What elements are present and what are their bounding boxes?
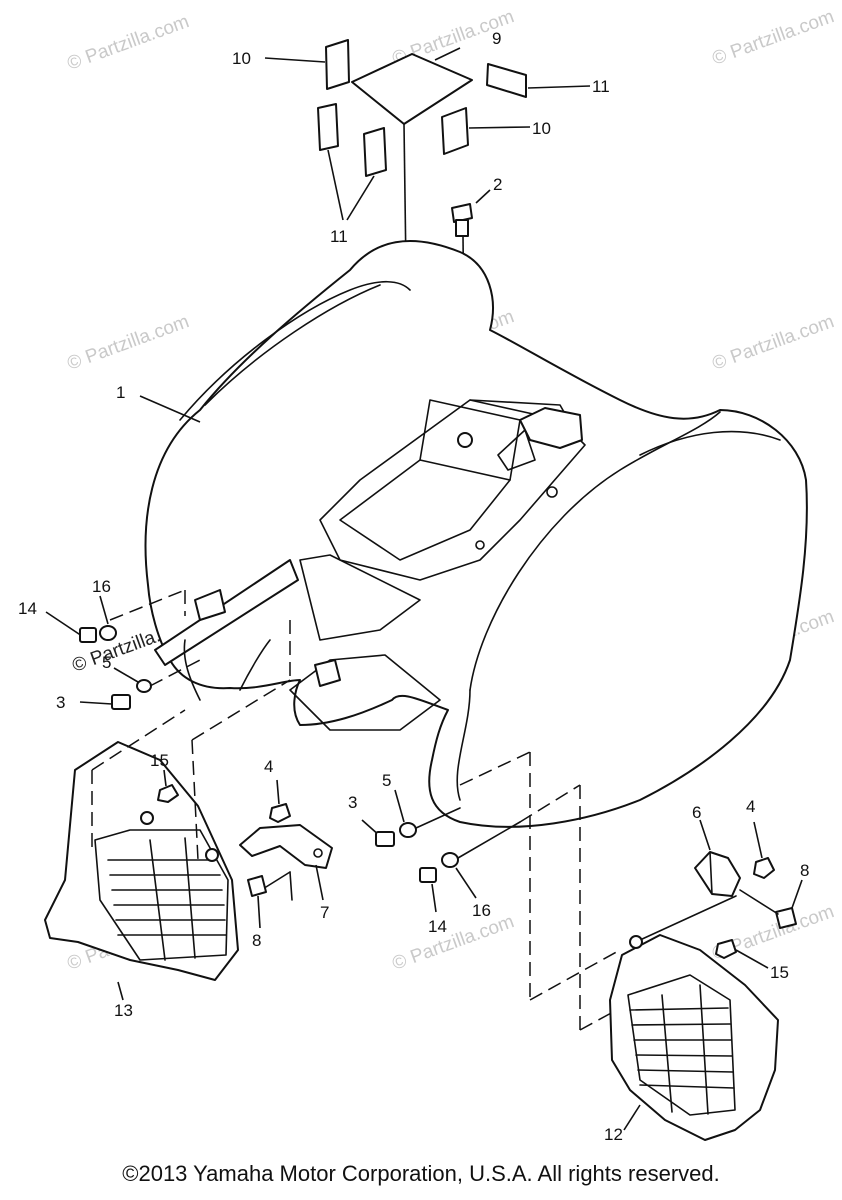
callout-1: 1 [116, 383, 125, 402]
callout-14-center: 14 [428, 917, 447, 936]
left-guard [44, 620, 291, 1001]
callout-8-left: 8 [252, 931, 261, 950]
watermark: © Partzilla.com [710, 311, 837, 375]
callout-5-left: 5 [102, 653, 111, 672]
callout-16-center: 16 [472, 901, 491, 920]
nut-4-right [753, 857, 775, 879]
left-fasteners [45, 589, 201, 710]
callout-15-right: 15 [770, 963, 789, 982]
callouts: 1 2 3 3 4 4 5 5 6 7 8 8 9 10 10 11 11 12… [18, 29, 809, 1144]
washer-16-center [441, 852, 459, 868]
decal-10-right [441, 107, 469, 155]
decal-11-right [486, 63, 527, 98]
callout-16-left: 16 [92, 577, 111, 596]
callout-6: 6 [692, 803, 701, 822]
bolt-14-left [79, 627, 97, 643]
callout-8-right: 8 [800, 861, 809, 880]
nut-15-right [715, 939, 737, 959]
leader-11b-1 [327, 149, 344, 221]
leader-11b-2 [346, 175, 375, 221]
nut-4-left [269, 803, 291, 823]
callout-2: 2 [493, 175, 502, 194]
bracket-7 [239, 824, 333, 869]
callout-7: 7 [320, 903, 329, 922]
callout-11-left: 11 [330, 227, 348, 246]
watermark: © Partzilla.com [65, 11, 192, 75]
washer-16-left [99, 625, 117, 641]
callout-4-right: 4 [746, 797, 755, 816]
decal-group [264, 39, 591, 561]
right-guard [609, 934, 779, 1141]
decal-11-left-b [363, 127, 387, 177]
leader-10b [468, 126, 531, 129]
center-fasteners [361, 751, 691, 1031]
callout-14-left: 14 [18, 599, 37, 618]
leader-9 [434, 47, 461, 61]
bolt-3-left [111, 694, 131, 710]
watermark: © Partzilla.com [710, 6, 837, 70]
copyright-footer: ©2013 Yamaha Motor Corporation, U.S.A. A… [122, 1161, 720, 1186]
callout-15-left: 15 [150, 751, 169, 770]
callout-5-center: 5 [382, 771, 391, 790]
callout-13: 13 [114, 1001, 133, 1020]
bracket-6 [694, 851, 741, 897]
decal-11-left-a [317, 103, 339, 151]
leader-11a [527, 85, 591, 89]
callout-10-top: 10 [232, 49, 251, 68]
callout-10-right: 10 [532, 119, 551, 138]
callout-4-left: 4 [264, 757, 273, 776]
nut-5-left [136, 679, 152, 693]
bolt-3-center [375, 831, 395, 847]
nut-15-left [157, 769, 179, 803]
callout-12: 12 [604, 1125, 623, 1144]
callout-3-left: 3 [56, 693, 65, 712]
callout-11-right: 11 [592, 77, 610, 96]
watermark: © Partzilla.com [390, 911, 517, 975]
bolt-8-right [775, 907, 797, 929]
bracket-7-group [239, 779, 333, 929]
callout-3-center: 3 [348, 793, 357, 812]
rear-fender [139, 240, 808, 828]
callout-9: 9 [492, 29, 501, 48]
nut-5-center [399, 822, 417, 838]
decal-10-left [325, 39, 350, 90]
bolt-8-left [247, 875, 267, 897]
bolt-14-center [419, 867, 437, 883]
right-bracket-group [639, 819, 803, 941]
watermark: © Partzilla.com [65, 311, 192, 375]
decal-9 [351, 53, 473, 125]
leader-10a [264, 57, 326, 63]
